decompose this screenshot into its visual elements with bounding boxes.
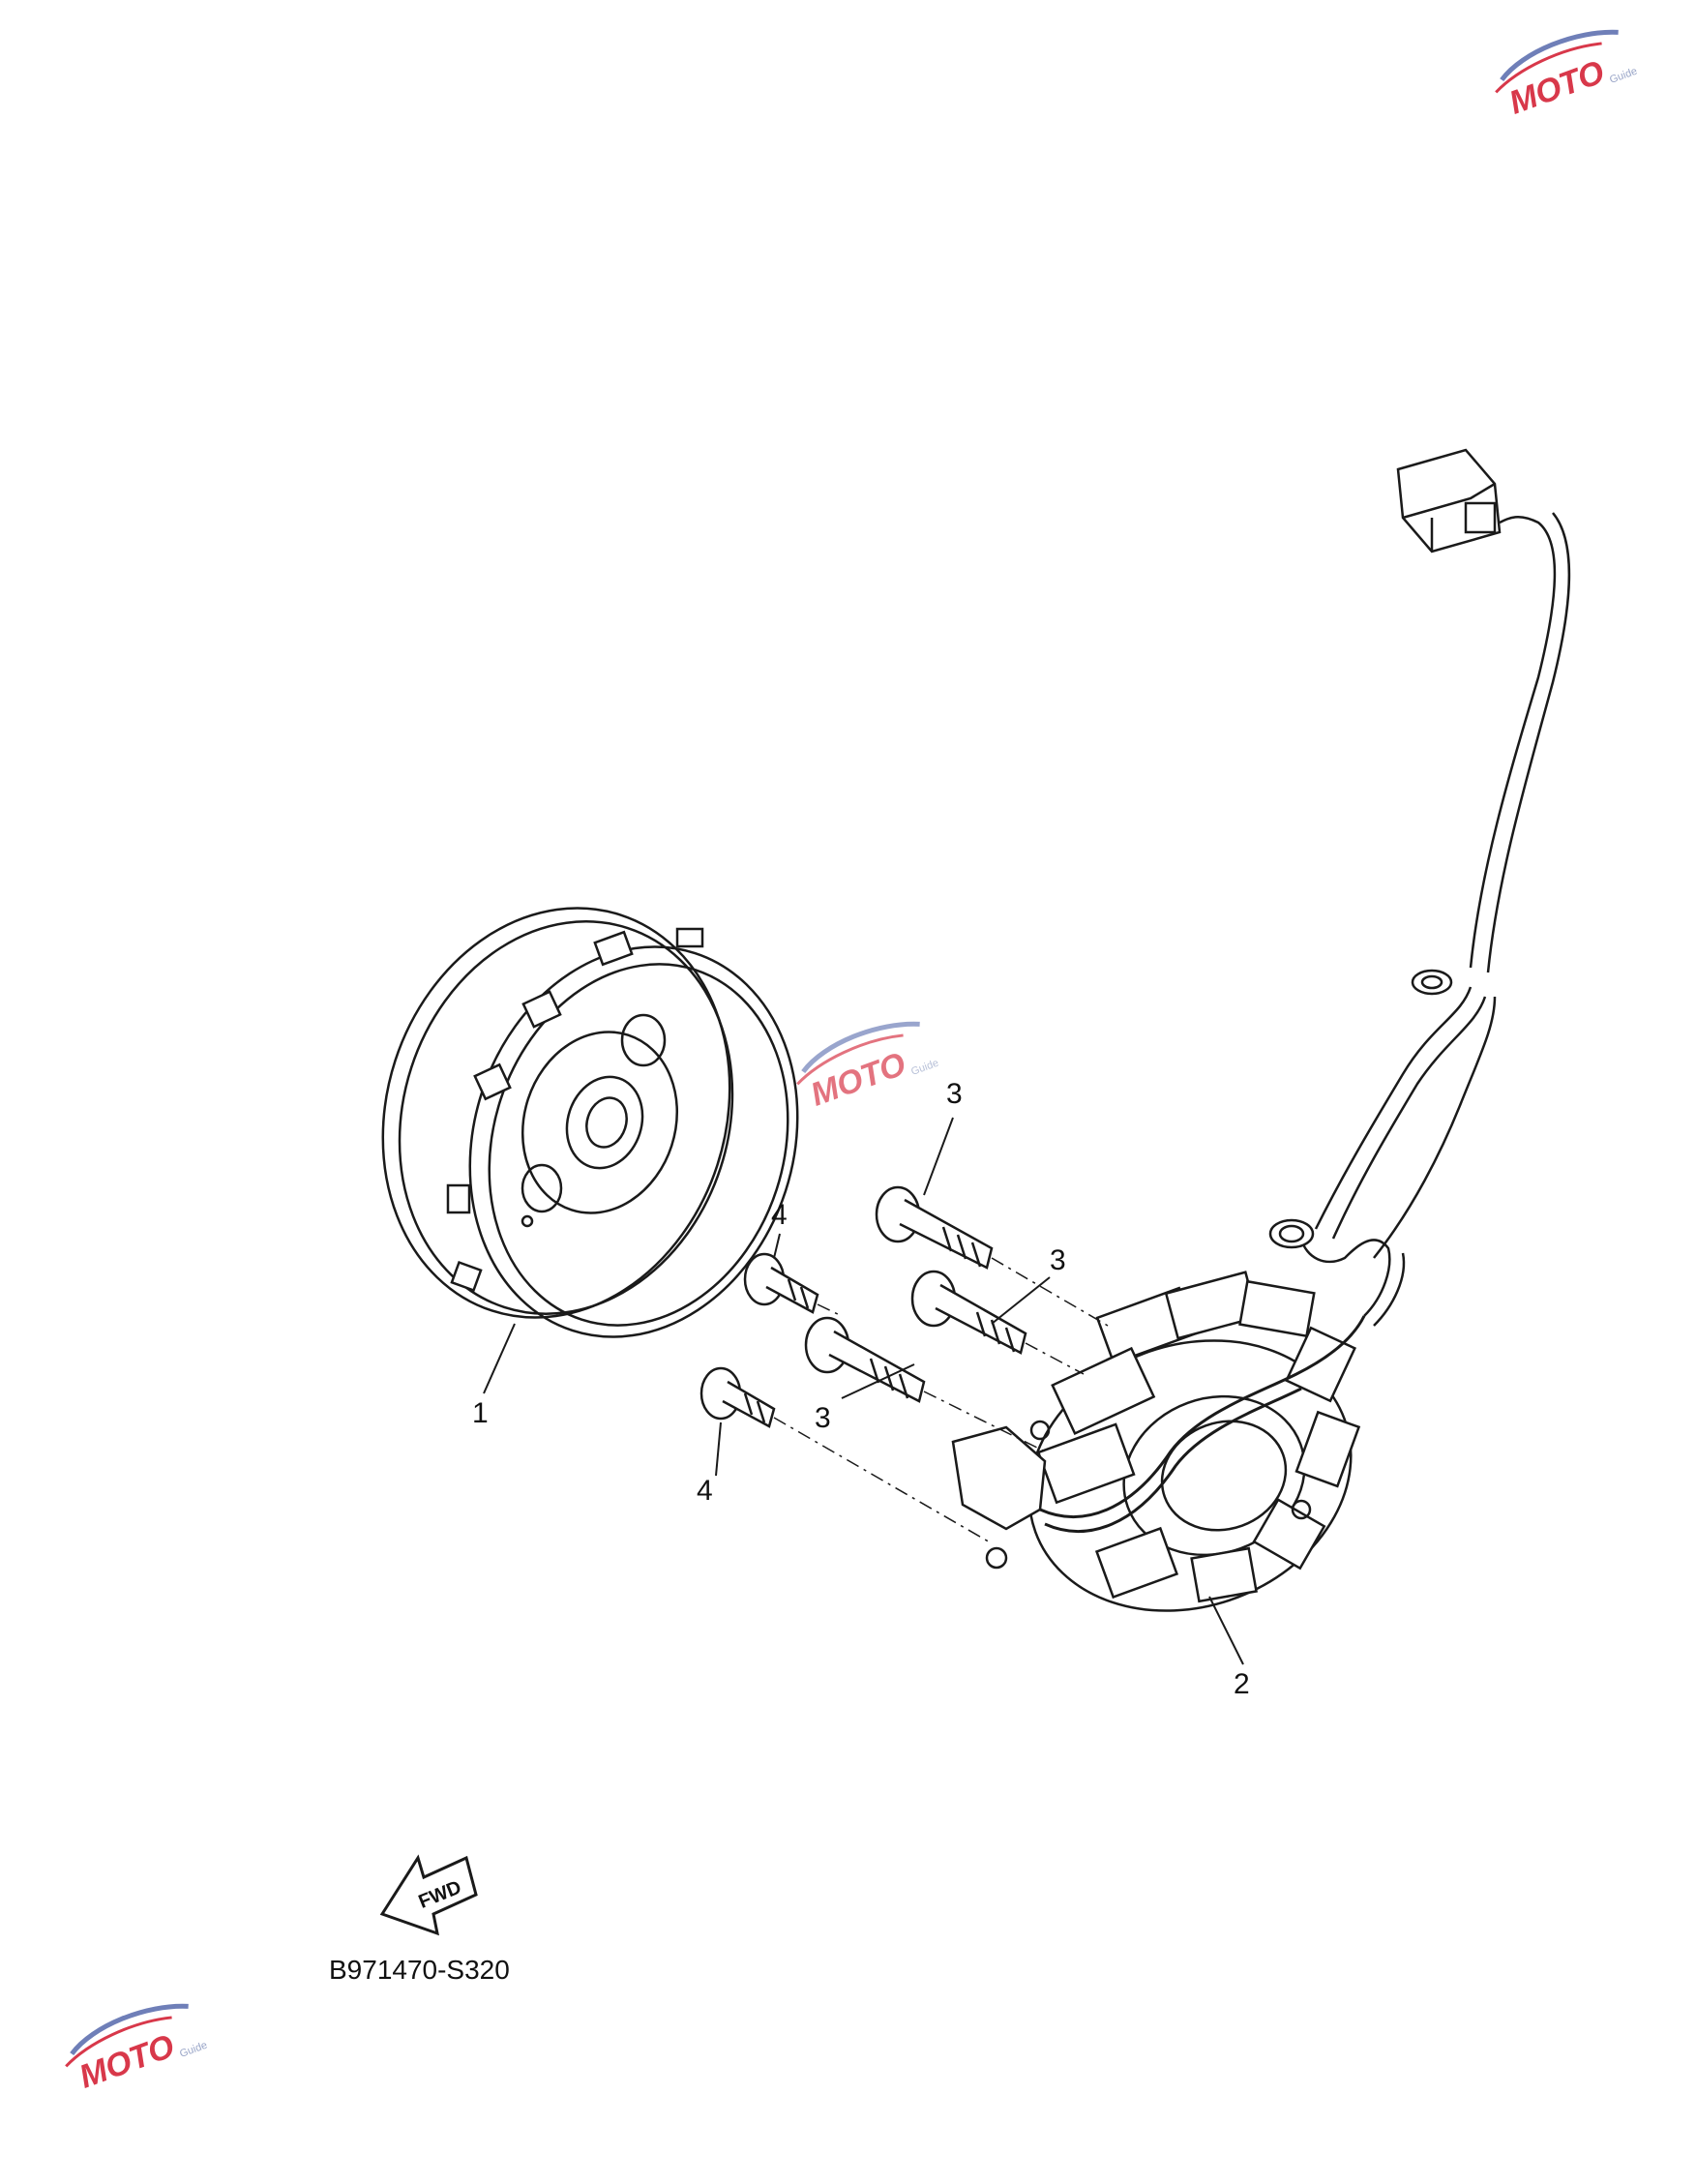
callout-3-mid: 3: [1050, 1244, 1066, 1276]
callout-3-top: 3: [946, 1078, 963, 1110]
callout-4-low: 4: [697, 1475, 713, 1507]
wire-harness: [1268, 448, 1571, 1327]
svg-text:Guide: Guide: [178, 2040, 209, 2060]
callout-leaders: [715, 1117, 1051, 1477]
flywheel-rotor: [381, 907, 799, 1394]
bolt-short-a: [743, 1252, 819, 1314]
svg-text:Guide: Guide: [1608, 66, 1639, 86]
diagram-code: B971470-S320: [329, 1955, 510, 1985]
bolt-long-c: [804, 1316, 926, 1403]
bolt-long-a: [875, 1185, 994, 1270]
bolt-long-b: [910, 1270, 1027, 1355]
watermark-logo-top-right: MOTO Guide: [1495, 29, 1639, 122]
callout-4-top: 4: [771, 1199, 788, 1231]
watermark-logo-bottom-left: MOTO Guide: [65, 2003, 209, 2096]
callout-2: 2: [1234, 1668, 1250, 1700]
stator-assembly: [951, 1271, 1366, 1665]
callout-1: 1: [472, 1397, 489, 1429]
watermark-logo-center: MOTO Guide: [796, 1021, 940, 1114]
alignment-lines: [773, 1257, 1109, 1544]
fwd-arrow-icon: FWD: [379, 1854, 478, 1936]
callout-3-low: 3: [815, 1402, 831, 1434]
svg-text:Guide: Guide: [909, 1058, 940, 1078]
bolt-short-b: [699, 1366, 776, 1428]
